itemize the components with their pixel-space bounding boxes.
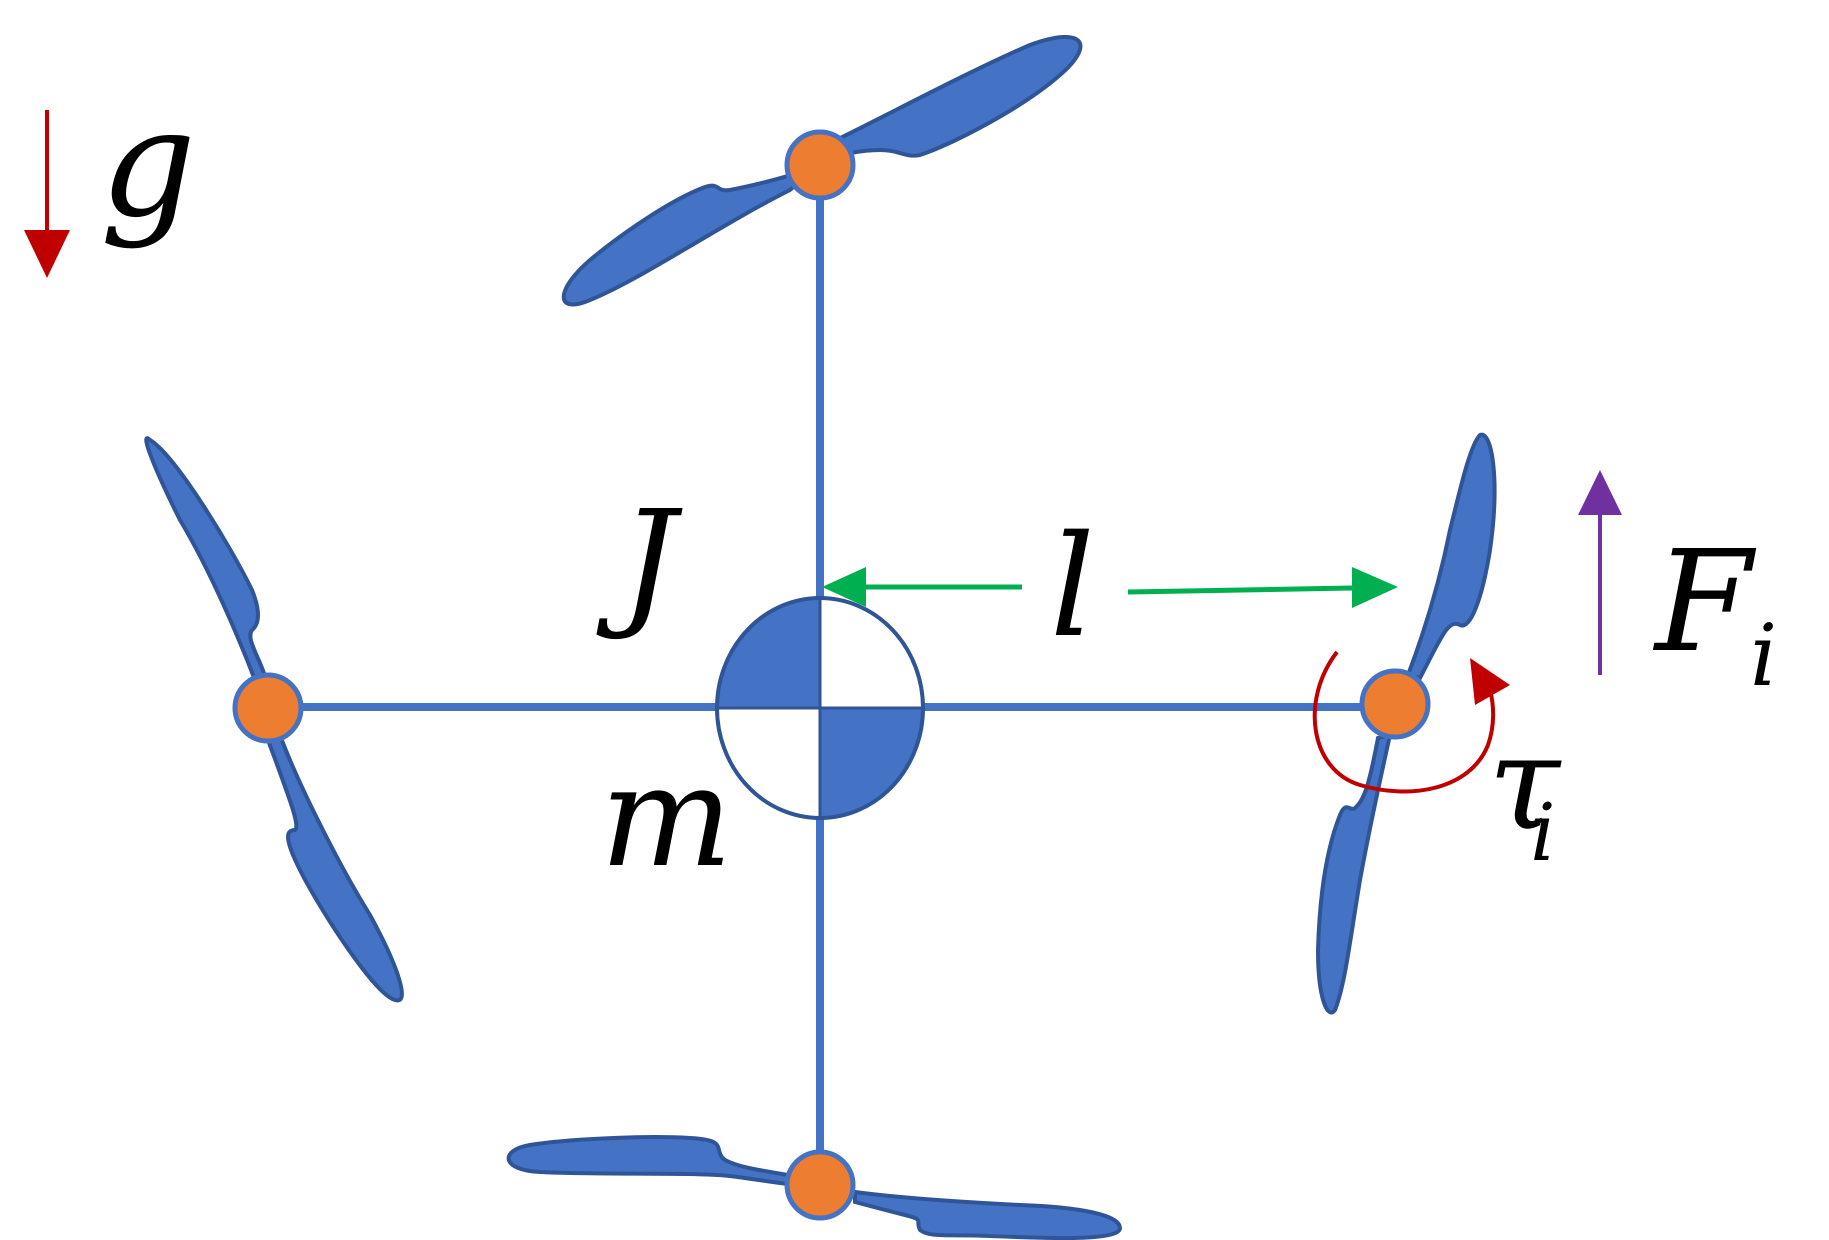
propeller-icon (561, 35, 1083, 307)
arm-length-label: l (1050, 506, 1095, 669)
motor-top (784, 129, 856, 201)
propeller-icon (506, 1135, 1123, 1240)
arm-length-arrow (822, 567, 1398, 608)
torque-label: τ (1488, 707, 1562, 859)
motor-left (232, 672, 304, 744)
center-of-mass-icon (715, 596, 925, 820)
mass-label: m (600, 736, 733, 899)
torque-arrow (1312, 650, 1510, 794)
propeller-icon (144, 436, 404, 1003)
thrust-label: F (1652, 521, 1757, 684)
gravity-label: g (100, 77, 196, 251)
torque-subscript: i (1530, 786, 1556, 879)
motor-bottom (784, 1149, 856, 1221)
thrust-subscript: i (1750, 607, 1777, 706)
gravity-arrow (24, 110, 70, 278)
motor-right (1359, 668, 1431, 740)
thrust-arrow (1578, 470, 1622, 675)
inertia-label: J (596, 481, 683, 644)
propeller-icon (1315, 432, 1497, 1015)
